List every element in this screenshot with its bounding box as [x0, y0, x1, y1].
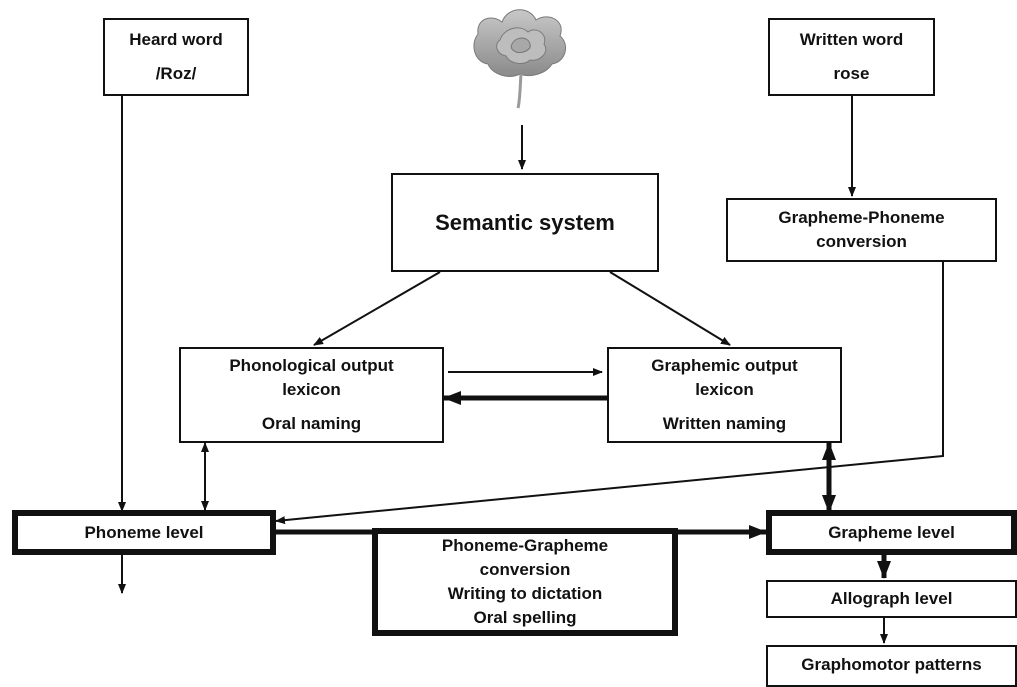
phonological-line-1: Phonological output — [229, 356, 394, 375]
rose-icon — [473, 9, 567, 109]
graphomotor-patterns-label: Graphomotor patterns — [801, 655, 982, 674]
semantic-system-box: Semantic system — [391, 173, 659, 272]
heard-word-label: Heard word — [129, 30, 223, 49]
heard-word-value: /Roz/ — [155, 64, 197, 83]
allograph-level-box: Allograph level — [766, 580, 1017, 618]
graphemic-line-3: Written naming — [662, 414, 787, 433]
grapheme-level-label: Grapheme level — [828, 522, 955, 542]
graphemic-line-1: Graphemic output — [651, 356, 798, 375]
allograph-level-label: Allograph level — [830, 589, 953, 608]
arrow-gpc-to-phoneme — [275, 262, 944, 525]
arrow-semantic-to-graphemic — [609, 271, 731, 346]
semantic-system-label: Semantic system — [435, 209, 615, 235]
graphemic-output-lexicon-box: Graphemic output lexicon Written naming — [607, 347, 842, 443]
phoneme-level-label: Phoneme level — [84, 522, 204, 542]
written-word-label: Written word — [799, 30, 904, 49]
pgc-line-1: Phoneme-Grapheme — [441, 536, 609, 555]
pgc-line-4: Oral spelling — [473, 608, 577, 627]
heard-word-box: Heard word /Roz/ — [103, 18, 249, 96]
phoneme-grapheme-conversion-box: Phoneme-Grapheme conversion Writing to d… — [372, 528, 678, 636]
pgc-line-2: conversion — [479, 560, 571, 579]
gpc-line-1: Grapheme-Phoneme — [778, 208, 945, 227]
grapheme-phoneme-conversion-box: Grapheme-Phoneme conversion — [726, 198, 997, 262]
grapheme-level-box: Grapheme level — [766, 510, 1017, 555]
graphemic-line-2: lexicon — [695, 380, 754, 399]
phonological-line-3: Oral naming — [261, 414, 362, 433]
gpc-line-2: conversion — [816, 232, 907, 251]
arrow-semantic-to-phonological — [313, 271, 441, 346]
written-word-box: Written word rose — [768, 18, 935, 96]
phoneme-level-box: Phoneme level — [12, 510, 276, 555]
phonological-output-lexicon-box: Phonological output lexicon Oral naming — [179, 347, 444, 443]
pgc-line-3: Writing to dictation — [447, 584, 603, 603]
written-word-value: rose — [833, 64, 870, 83]
graphomotor-patterns-box: Graphomotor patterns — [766, 645, 1017, 687]
phonological-line-2: lexicon — [282, 380, 341, 399]
